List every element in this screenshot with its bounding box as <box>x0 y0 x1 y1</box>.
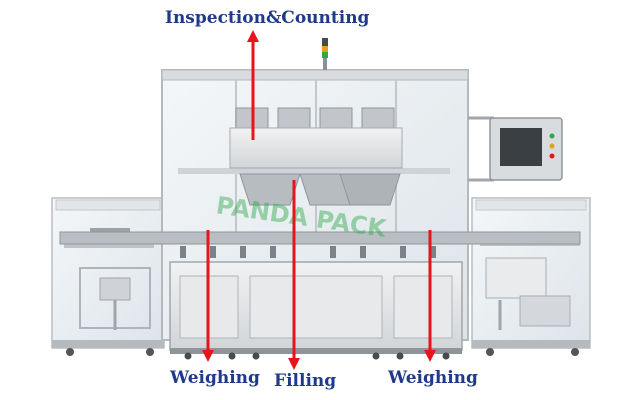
signal-tower <box>322 38 328 70</box>
label-weighing-right: Weighing <box>388 368 478 388</box>
conveyor <box>59 231 581 258</box>
right-side-module <box>471 197 591 356</box>
annotation-arrows <box>202 30 436 370</box>
lower-cabinet <box>169 261 463 360</box>
left-side-module <box>51 197 165 356</box>
hmi-screen <box>468 116 563 182</box>
label-weighing-left: Weighing <box>170 368 260 388</box>
counting-channels <box>229 107 403 206</box>
label-inspection-counting: Inspection&Counting <box>165 8 370 28</box>
label-filling: Filling <box>274 371 337 391</box>
